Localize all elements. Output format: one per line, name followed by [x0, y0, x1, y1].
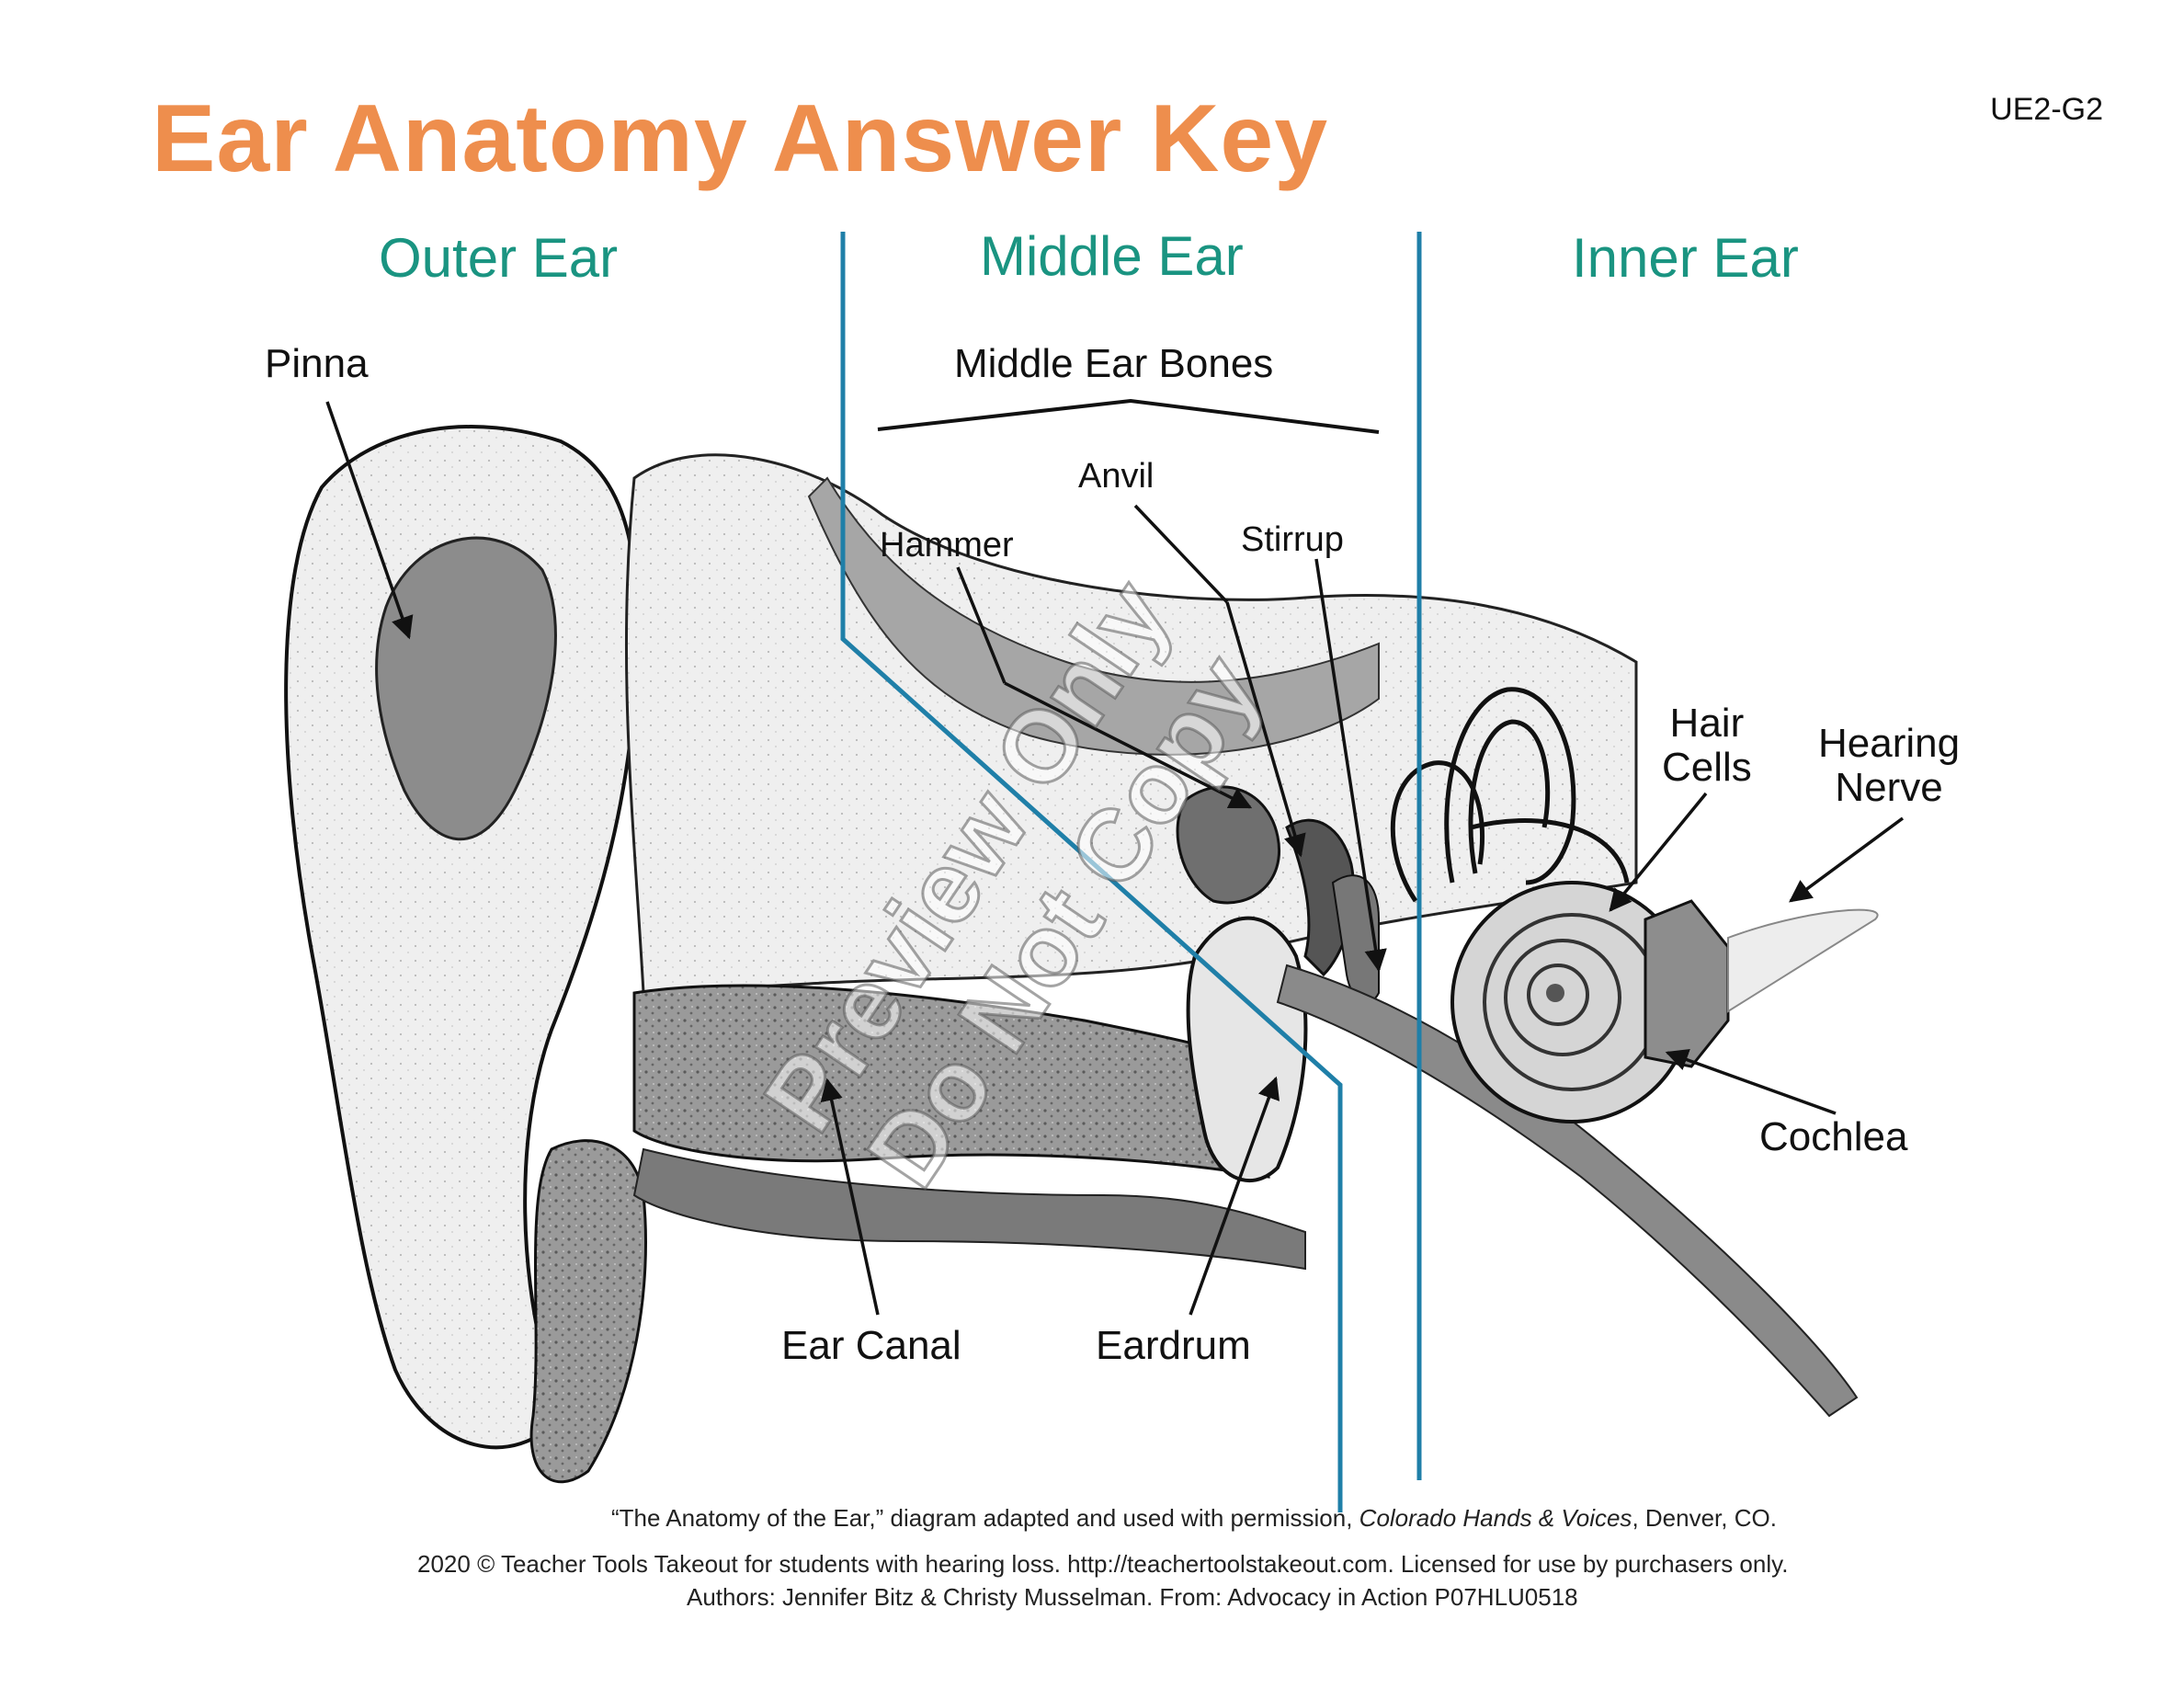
outer-middle-divider — [840, 232, 1343, 1512]
cochlea-shape — [1450, 881, 1879, 1123]
footer-copyright: 2020 © Teacher Tools Takeout for student… — [417, 1550, 1789, 1578]
document-code: UE2-G2 — [1990, 92, 2103, 127]
section-inner-ear: Inner Ear — [1572, 227, 1799, 289]
leader-arrows — [325, 401, 1905, 1316]
label-hair-cells-line1: Hair — [1669, 701, 1745, 746]
label-hammer: Hammer — [880, 526, 1014, 565]
footer-authors: Authors: Jennifer Bitz & Christy Musselm… — [687, 1583, 1578, 1611]
section-middle-ear: Middle Ear — [980, 225, 1244, 287]
hammer-arrow-extension — [1004, 681, 1253, 809]
label-anvil: Anvil — [1078, 457, 1155, 496]
label-cochlea: Cochlea — [1759, 1114, 1908, 1159]
ear-canal-arrow — [820, 1078, 880, 1316]
label-hair-cells: Hair Cells — [1662, 701, 1752, 791]
label-hearing-nerve-line2: Nerve — [1835, 765, 1943, 811]
middle-ear-shape — [1176, 785, 1859, 1418]
section-dividers — [840, 232, 1422, 1512]
label-hearing-nerve: Hearing Nerve — [1818, 721, 1961, 811]
section-outer-ear: Outer Ear — [379, 227, 619, 289]
stirrup-arrow — [1314, 558, 1387, 973]
pinna-shape — [284, 425, 647, 1484]
page-title: Ear Anatomy Answer Key — [152, 86, 1329, 192]
hearing-nerve-arrow — [1789, 816, 1905, 903]
footer-credit-suffix: , Denver, CO. — [1632, 1504, 1777, 1532]
label-pinna: Pinna — [265, 341, 369, 386]
label-stirrup: Stirrup — [1241, 520, 1344, 559]
eardrum-arrow — [1189, 1076, 1280, 1316]
anvil-arrow — [1133, 504, 1229, 604]
label-hair-cells-line2: Cells — [1662, 745, 1752, 791]
hammer-arrow — [956, 566, 1007, 684]
label-eardrum: Eardrum — [1096, 1323, 1251, 1368]
temporal-bone — [624, 453, 1638, 995]
label-hearing-nerve-line1: Hearing — [1818, 721, 1961, 766]
footer-credit-prefix: “The Anatomy of the Ear,” diagram adapte… — [611, 1504, 1359, 1532]
label-middle-ear-bones: Middle Ear Bones — [954, 341, 1274, 386]
pinna-arrow — [325, 401, 414, 640]
semicircular-canals-shape — [1390, 687, 1630, 903]
footer-credit: “The Anatomy of the Ear,” diagram adapte… — [611, 1504, 1777, 1533]
footer-credit-source: Colorado Hands & Voices — [1359, 1504, 1632, 1532]
label-ear-canal: Ear Canal — [781, 1323, 961, 1368]
hair-cells-arrow — [1609, 792, 1708, 912]
anvil-arrow-extension — [1225, 601, 1306, 858]
cochlea-arrow — [1665, 1048, 1837, 1115]
middle-ear-bones-brace — [877, 398, 1380, 434]
